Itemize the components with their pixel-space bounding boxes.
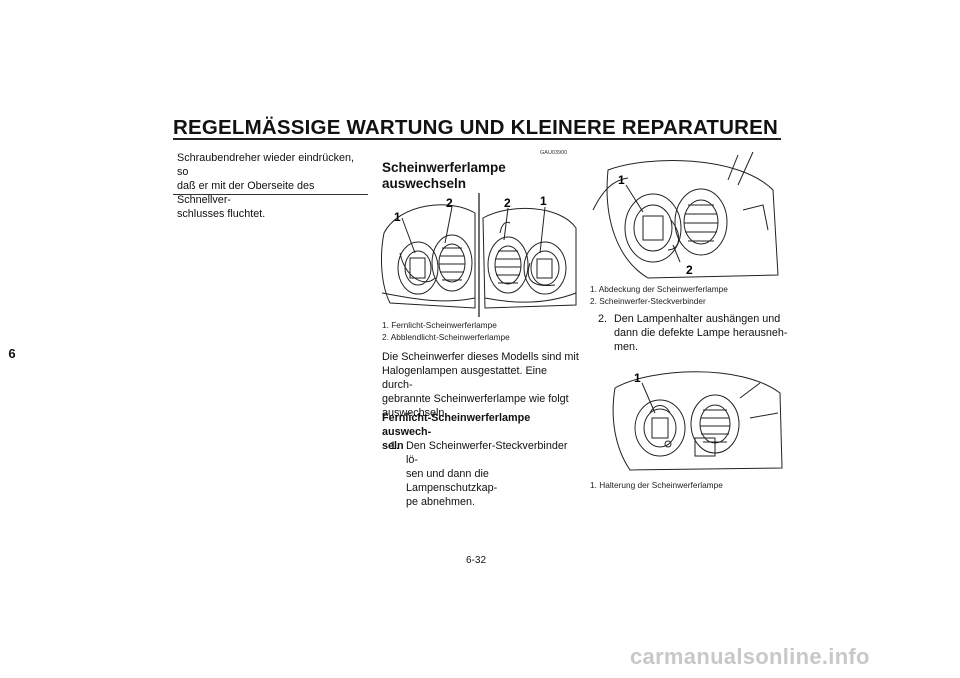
intro-line: Die Scheinwerfer dieses Modells sind mit — [382, 351, 579, 363]
figure1-captions: 1. Fernlicht-Scheinwerferlampe 2. Abblen… — [382, 320, 510, 343]
section-title-line: auswechseln — [382, 176, 467, 191]
figure-callout: 1 — [394, 210, 401, 224]
intro-line: Halogenlampen ausgestattet. Eine durch- — [382, 365, 548, 391]
step-line: men. — [614, 341, 639, 353]
figure-headlight-bulbs: 1 2 2 1 — [381, 193, 577, 317]
step-line: dann die defekte Lampe herausneh- — [614, 327, 788, 339]
step-line: pe abnehmen. — [406, 496, 476, 508]
intro-line: gebrannte Scheinwerferlampe wie folgt — [382, 393, 569, 405]
step-2: 2. Den Lampenhalter aushängen und dann d… — [598, 312, 788, 354]
step-number: 1. — [390, 440, 400, 452]
step-line: Den Lampenhalter aushängen und — [614, 313, 781, 325]
figure3-captions: 1. Halterung der Scheinwerferlampe — [590, 480, 723, 492]
figure-caption: 1. Fernlicht-Scheinwerferlampe — [382, 320, 497, 330]
figure-caption: 1. Halterung der Scheinwerferlampe — [590, 480, 723, 490]
section-code: GAU03900 — [540, 150, 568, 156]
figure-lamp-cover: 1 2 — [592, 151, 779, 279]
step-line: sen und dann die Lampenschutzkap- — [406, 468, 498, 494]
section-title-line: Scheinwerferlampe — [382, 160, 506, 175]
subheading-line: Fernlicht-Scheinwerferlampe auswech- — [382, 412, 531, 438]
section-title: Scheinwerferlampe auswechseln — [382, 160, 552, 192]
intro-line: auswechseln. — [382, 407, 448, 419]
figure-caption: 1. Abdeckung der Scheinwerferlampe — [590, 284, 728, 294]
figure-lamp-holder: 1 — [612, 371, 783, 471]
chapter-tab: 6 — [8, 346, 16, 361]
col1-text: Schraubendreher wieder eindrücken, so da… — [177, 151, 367, 221]
page-number: 6-32 — [466, 555, 487, 566]
figure-caption: 2. Scheinwerfer-Steckverbinder — [590, 295, 706, 306]
step-line: Den Scheinwerfer-Steckverbinder lö- — [406, 440, 568, 466]
page-header-title: REGELMÄSSIGE WARTUNG UND KLEINERE REPARA… — [173, 116, 779, 139]
figure-callout: 2 — [446, 196, 453, 210]
watermark: carmanualsonline.info — [630, 644, 870, 669]
figure-callout: 2 — [686, 263, 693, 277]
figure-callout: 1 — [618, 173, 625, 187]
step-number: 2. — [598, 313, 608, 325]
subheading-line: seln — [382, 440, 404, 452]
col1-line: daß er mit der Oberseite des Schnellver- — [177, 180, 315, 206]
figure-caption: 2. Abblendlicht-Scheinwerferlampe — [382, 331, 510, 342]
step-1: 1. Den Scheinwerfer-Steckverbinder lö- s… — [390, 439, 580, 509]
figure-callout: 1 — [634, 371, 641, 385]
figure-callout: 2 — [504, 196, 511, 210]
col1-rule — [173, 194, 368, 195]
subheading: Fernlicht-Scheinwerferlampe auswech- sel… — [382, 411, 580, 453]
figure-callout: 1 — [540, 194, 547, 208]
col1-line: schlusses fluchtet. — [177, 208, 266, 220]
intro-paragraph: Die Scheinwerfer dieses Modells sind mit… — [382, 350, 580, 420]
col1-line: Schraubendreher wieder eindrücken, so — [177, 152, 355, 178]
header-rule — [173, 138, 781, 140]
figure2-captions: 1. Abdeckung der Scheinwerferlampe 2. Sc… — [590, 284, 728, 307]
